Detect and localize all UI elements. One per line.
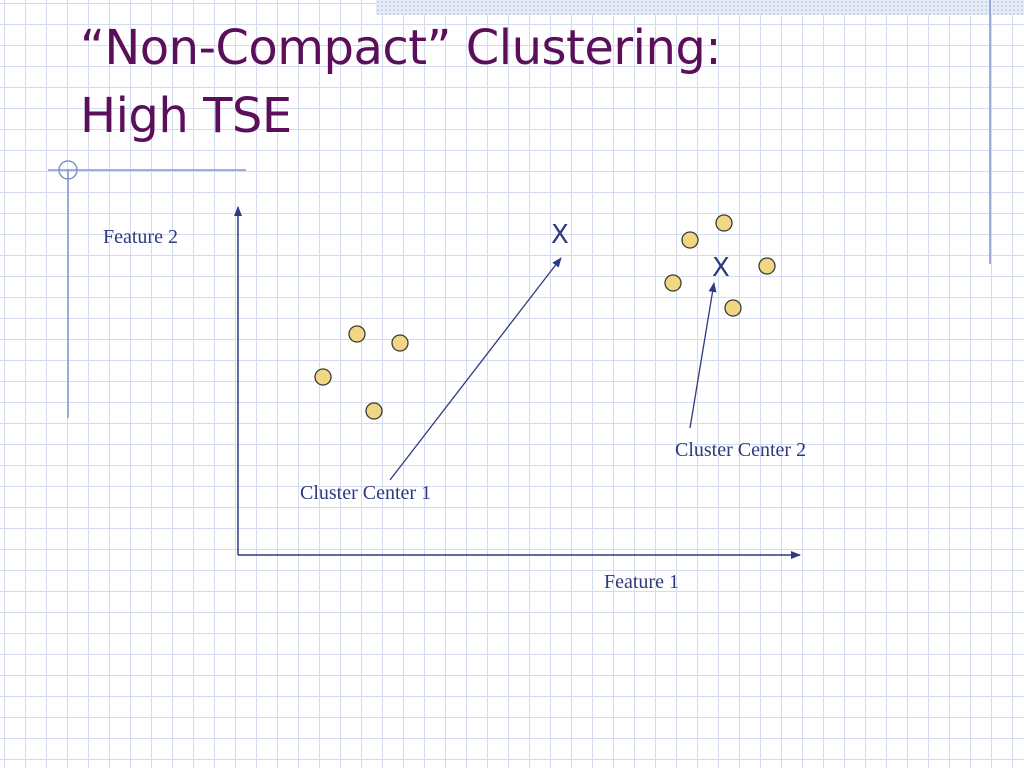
- cluster-2-point: [724, 299, 742, 317]
- cluster-1-point: [314, 368, 332, 386]
- cluster-1-point: [348, 325, 366, 343]
- cluster-2-point: [664, 274, 682, 292]
- cluster-2-point: [715, 214, 733, 232]
- center-1-pointer-arrow: [389, 257, 562, 481]
- cluster-2-point: [681, 231, 699, 249]
- cluster-1-point: [391, 334, 409, 352]
- center-2-pointer-arrow: [689, 282, 717, 429]
- slide-title-line-1: “Non-Compact” Clustering:: [80, 20, 722, 76]
- x-axis-label: Feature 1: [604, 571, 679, 593]
- slide-title: “Non-Compact” Clustering: High TSE: [80, 14, 722, 150]
- cluster-2-point: [758, 257, 776, 275]
- cluster-center-1-marker: X: [551, 220, 569, 250]
- cluster-center-2-marker: X: [712, 253, 730, 283]
- slide-title-line-2: High TSE: [80, 88, 292, 144]
- cluster-center-2-label: Cluster Center 2: [675, 439, 807, 461]
- title-underline-ornament: [58, 160, 78, 180]
- cluster-1-points: [314, 325, 409, 420]
- top-band: [376, 0, 1024, 15]
- cluster-1-point: [365, 402, 383, 420]
- y-axis-label: Feature 2: [103, 226, 178, 248]
- cluster-2-points: [664, 214, 776, 317]
- cluster-center-1-label: Cluster Center 1: [300, 482, 432, 504]
